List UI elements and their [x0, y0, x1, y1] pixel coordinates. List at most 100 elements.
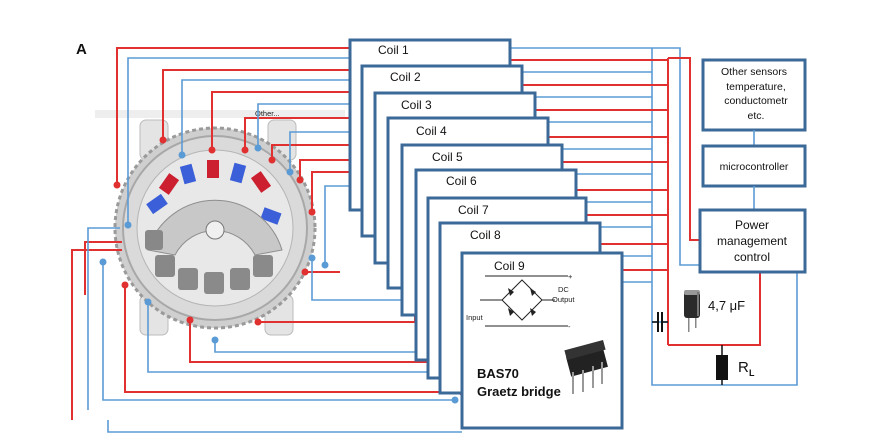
coil-slot: [230, 268, 250, 290]
coil-slot: [155, 255, 175, 277]
bridge-circuit: + - Input DC Output BAS70 Graetz bridge: [466, 272, 608, 399]
coil-label-8: Coil 8: [470, 228, 501, 242]
power-line-2: management: [717, 234, 788, 248]
rotor-hub: [205, 220, 225, 240]
wire-red: [116, 47, 358, 185]
wire-red: [71, 249, 122, 420]
power-line-3: control: [734, 250, 770, 264]
wire-blue: [311, 258, 405, 301]
wire-blue: [214, 340, 425, 353]
coil-label-7: Coil 7: [458, 203, 489, 217]
diode-icon: [530, 308, 536, 316]
wire-dot-red: [113, 181, 121, 189]
coil-label-4: Coil 4: [416, 124, 447, 138]
bridge-minus: -: [568, 322, 571, 331]
wire-blue: [107, 420, 462, 433]
wire-dot-red: [159, 136, 167, 144]
wire-blue: [510, 47, 700, 266]
power-line-1: Power: [735, 218, 769, 232]
wire-red: [189, 320, 432, 363]
coil-label-6: Coil 6: [446, 174, 477, 188]
bridge-chip-icon: [564, 339, 608, 394]
wire-dot-blue: [99, 258, 107, 266]
wire-red: [162, 69, 370, 140]
wire-dot-blue: [308, 254, 316, 262]
diode-icon: [530, 288, 536, 296]
bridge-plus: +: [568, 272, 573, 281]
coil-slot: [204, 272, 224, 294]
electrolytic-capacitor-icon: [684, 290, 700, 332]
wire-dot-blue: [254, 144, 262, 152]
wire-dot-red: [268, 156, 276, 164]
bridge-name-line2: Graetz bridge: [477, 384, 561, 399]
wire-dot-red: [254, 318, 262, 326]
sensors-line-2: temperature,: [726, 81, 786, 93]
resistor-label: R: [738, 359, 749, 376]
wire-red: [668, 57, 700, 241]
coil-stack: Coil 1 Coil 2 Coil 3 Coil 4 Coil 5 Coil 6 Coil…: [348, 38, 624, 430]
bridge-diamond: [501, 279, 543, 321]
wire-dot-red: [296, 176, 304, 184]
sensors-line-3: conductometr: [724, 95, 788, 107]
bridge-input-label: Input: [466, 313, 484, 322]
resistor-icon: [716, 345, 728, 385]
diode-icon: [508, 288, 514, 296]
coil-slot: [178, 268, 198, 290]
wire-dot-red: [186, 316, 194, 324]
wire-dot-blue: [124, 221, 132, 229]
power-block: [698, 208, 807, 274]
microcontroller-label: microcontroller: [720, 161, 789, 173]
capacitor-symbol-icon: [652, 312, 668, 332]
wire-blue: [651, 272, 798, 386]
wire-blue: [102, 262, 455, 401]
magnet: [158, 173, 180, 195]
wire-red: [668, 272, 761, 346]
coil-label-3: Coil 3: [401, 98, 432, 112]
wire-red: [84, 241, 122, 295]
diode-icon: [508, 308, 514, 316]
wire-dot-red: [241, 146, 249, 154]
coil-label-5: Coil 5: [432, 150, 463, 164]
wire-dot-blue: [321, 261, 329, 269]
watch-illustration: Other...: [113, 109, 317, 336]
magnet: [229, 162, 247, 184]
wire-red: [211, 91, 385, 150]
sensors-line-1: Other sensors: [721, 66, 787, 78]
wire-dot-red: [208, 146, 216, 154]
bridge-output-label: Output: [552, 295, 575, 304]
wire-blue: [181, 79, 373, 155]
watch-label: Other...: [255, 109, 280, 118]
magnet: [250, 171, 272, 193]
magnet: [260, 207, 282, 225]
wire-blue: [257, 103, 380, 148]
wire-blue: [87, 227, 120, 410]
wire-dot-red: [121, 281, 129, 289]
coil-output-wires: [510, 47, 798, 386]
wire-dot-red: [301, 268, 309, 276]
coil-box-9: [460, 251, 624, 430]
wire-dot-blue: [286, 168, 294, 176]
coil-label-2: Coil 2: [390, 70, 421, 84]
wire-blue: [147, 302, 440, 373]
wire-dot-blue: [211, 336, 219, 344]
wire-blue: [127, 57, 358, 225]
wire-dot-blue: [144, 298, 152, 306]
magnet: [179, 163, 197, 185]
coil-slot: [253, 255, 273, 277]
coil-label-1: Coil 1: [378, 43, 409, 57]
wire-red: [244, 117, 395, 150]
microcontroller-block: [701, 144, 807, 188]
magnet: [146, 193, 168, 215]
capacitor-label: 4,7 μF: [708, 298, 745, 313]
wire-dot-blue: [178, 151, 186, 159]
magnet: [207, 160, 219, 178]
wire-dot-red: [308, 208, 316, 216]
bridge-name-line1: BAS70: [477, 366, 519, 381]
bridge-dc-label: DC: [558, 285, 569, 294]
coil-label-9: Coil 9: [494, 259, 525, 273]
resistor-label-sub: L: [749, 368, 755, 378]
wire-dot-blue: [451, 396, 459, 404]
coil-slot: [145, 230, 163, 250]
panel-label: A: [76, 41, 87, 58]
